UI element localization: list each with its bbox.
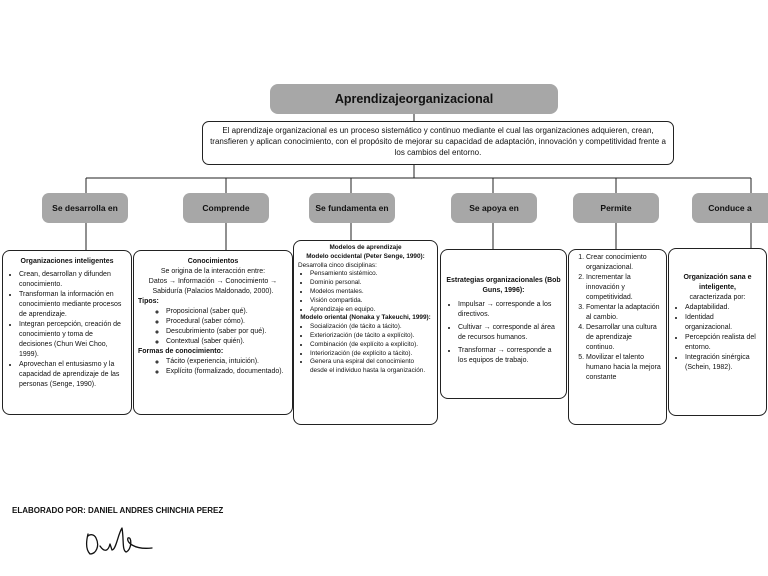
list-item: Desarrollar una cultura de aprendizaje c… bbox=[586, 323, 662, 353]
list-item: Genera una espiral del conocimiento desd… bbox=[310, 358, 433, 376]
list-item: Explícito (formalizado, documentado). bbox=[166, 367, 288, 377]
author-credit: ELABORADO POR: DANIEL ANDRES CHINCHIA PE… bbox=[12, 506, 224, 515]
list-item: Visión compartida. bbox=[310, 297, 433, 306]
box2-heading: Conocimientos bbox=[187, 258, 239, 265]
main-title: Aprendizajeorganizacional bbox=[270, 84, 558, 114]
box3-occidental-title: Modelo occidental (Peter Senge, 1990): bbox=[306, 252, 425, 260]
definition-box: El aprendizaje organizacional es un proc… bbox=[202, 121, 674, 165]
list-item: Modelos mentales. bbox=[310, 288, 433, 297]
connector-permite: Permite bbox=[573, 193, 659, 223]
list-item: Fomentar la adaptación al cambio. bbox=[586, 303, 662, 323]
list-item: Incrementar la innovación y competitivid… bbox=[586, 273, 662, 303]
box2-flow: Datos → Información → Conocimiento → Sab… bbox=[148, 278, 278, 295]
list-item: Socialización (de tácito a tácito). bbox=[310, 323, 433, 332]
list-item: Transformar → corresponde a los equipos … bbox=[458, 346, 561, 366]
box-conocimientos: Conocimientos Se origina de la interacci… bbox=[133, 250, 293, 415]
box5-list: Crear conocimiento organizacional. Incre… bbox=[572, 253, 662, 383]
list-item: Aprovechan el entusiasmo y la capacidad … bbox=[19, 360, 127, 390]
box4-list: Impulsar → corresponde a los directivos.… bbox=[446, 300, 561, 366]
list-item: Crean, desarrollan y difunden conocimien… bbox=[19, 270, 127, 290]
list-item: Combinación (de explícito a explícito). bbox=[310, 341, 433, 350]
connector-comprende: Comprende bbox=[183, 193, 269, 223]
connector-conduce-a: Conduce a bbox=[692, 193, 768, 223]
box2-forms-list: Tácito (experiencia, intuición). Explíci… bbox=[138, 357, 288, 377]
box2-types-label: Tipos: bbox=[138, 298, 159, 305]
connector-se-desarrolla-en: Se desarrolla en bbox=[42, 193, 128, 223]
box2-intro: Se origina de la interacción entre: bbox=[160, 268, 266, 275]
box3-occidental-list: Pensamiento sistémico. Dominio personal.… bbox=[298, 270, 433, 314]
box-organizacion-sana: Organización sana e inteligente, caracte… bbox=[668, 248, 767, 416]
list-item: Dominio personal. bbox=[310, 279, 433, 288]
box3-oriental-title: Modelo oriental (Nonaka y Takeuchi, 1999… bbox=[300, 314, 431, 322]
box3-occidental-intro: Desarrolla cinco disciplinas: bbox=[298, 261, 377, 269]
list-item: Movilizar el talento humano hacia la mej… bbox=[586, 353, 662, 383]
list-item: Percepción realista del entorno. bbox=[685, 333, 762, 353]
box6-sub: caracterizada por: bbox=[689, 294, 746, 301]
list-item: Pensamiento sistémico. bbox=[310, 270, 433, 279]
list-item: Aprendizaje en equipo. bbox=[310, 306, 433, 315]
list-item: Procedural (saber cómo). bbox=[166, 317, 288, 327]
list-item: Cultivar → corresponde al área de recurs… bbox=[458, 323, 561, 343]
list-item: Integración sinérgica (Schein, 1982). bbox=[685, 353, 762, 373]
list-item: Integran percepción, creación de conocim… bbox=[19, 320, 127, 360]
box1-heading: Organizaciones inteligentes bbox=[20, 258, 114, 265]
list-item: Proposicional (saber qué). bbox=[166, 307, 288, 317]
list-item: Contextual (saber quién). bbox=[166, 337, 288, 347]
list-item: Interiorización (de explícito a tácito). bbox=[310, 350, 433, 359]
box6-list: Adaptabilidad. Identidad organizacional.… bbox=[673, 303, 762, 373]
box-modelos-de-aprendizaje: Modelos de aprendizaje Modelo occidental… bbox=[293, 240, 438, 425]
box4-heading: Estrategias organizacionales (Bob Guns, … bbox=[446, 277, 561, 294]
box-permite: Crear conocimiento organizacional. Incre… bbox=[568, 249, 667, 425]
box2-forms-label: Formas de conocimiento: bbox=[138, 348, 224, 355]
list-item: Impulsar → corresponde a los directivos. bbox=[458, 300, 561, 320]
box-estrategias-organizacionales: Estrategias organizacionales (Bob Guns, … bbox=[440, 249, 567, 399]
signature-icon bbox=[86, 527, 153, 555]
list-item: Exteriorización (de tácito a explícito). bbox=[310, 332, 433, 341]
list-item: Transforman la información en conocimien… bbox=[19, 290, 127, 320]
connector-se-apoya-en: Se apoya en bbox=[451, 193, 537, 223]
list-item: Adaptabilidad. bbox=[685, 303, 762, 313]
box-organizaciones-inteligentes: Organizaciones inteligentes Crean, desar… bbox=[2, 250, 132, 415]
list-item: Tácito (experiencia, intuición). bbox=[166, 357, 288, 367]
box2-types-list: Proposicional (saber qué). Procedural (s… bbox=[138, 307, 288, 347]
list-item: Identidad organizacional. bbox=[685, 313, 762, 333]
list-item: Descubrimiento (saber por qué). bbox=[166, 327, 288, 337]
box1-list: Crean, desarrollan y difunden conocimien… bbox=[7, 270, 127, 390]
connector-se-fundamenta-en: Se fundamenta en bbox=[309, 193, 395, 223]
box6-heading: Organización sana e inteligente, bbox=[683, 274, 752, 291]
box3-heading: Modelos de aprendizaje bbox=[329, 244, 402, 251]
box3-oriental-list: Socialización (de tácito a tácito). Exte… bbox=[298, 323, 433, 376]
list-item: Crear conocimiento organizacional. bbox=[586, 253, 662, 273]
